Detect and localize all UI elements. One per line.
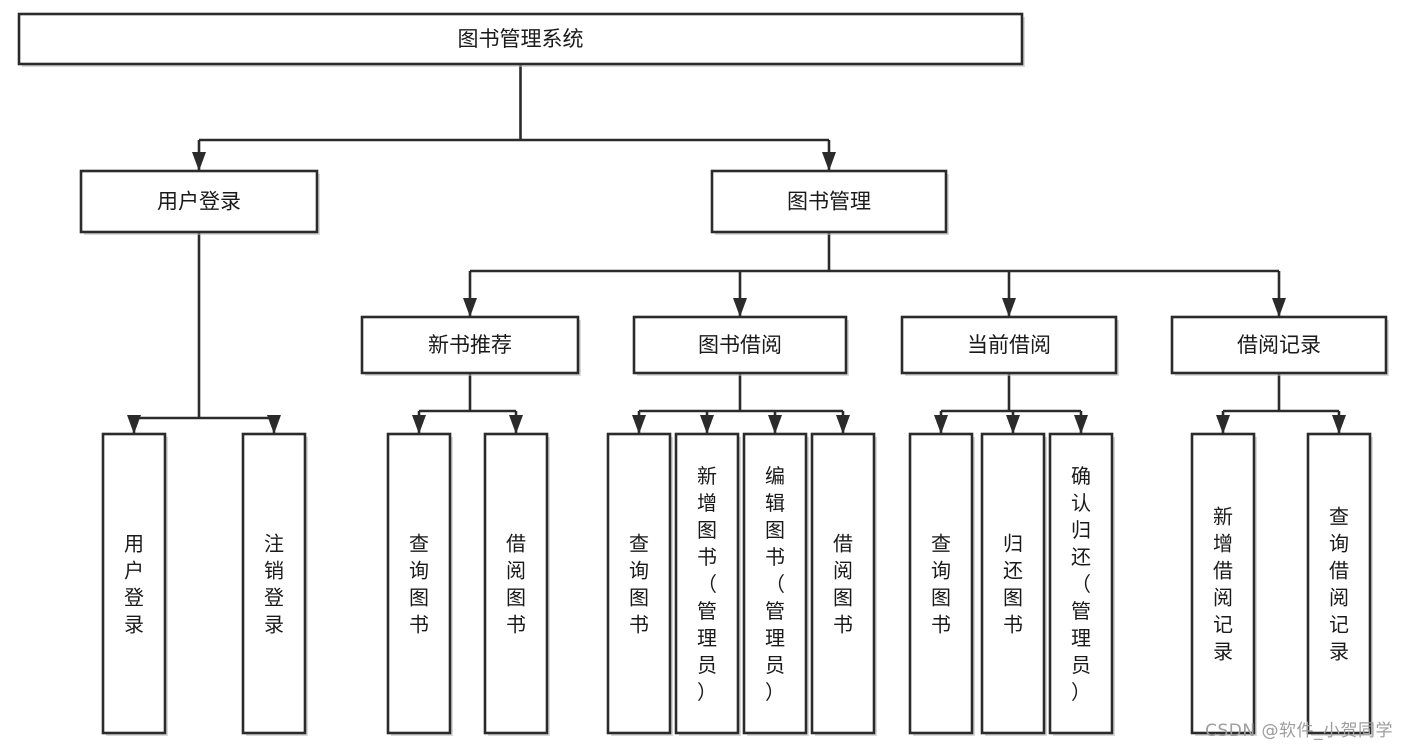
- node-l3-c-confirm[interactable]: 确认归还（管理员）: [1048, 432, 1115, 736]
- node-label: 借阅记录: [1237, 333, 1321, 357]
- node-l3-user-logout[interactable]: 注销登录: [241, 432, 308, 736]
- node-l3-new-query[interactable]: 查询图书: [386, 432, 453, 736]
- node-l3-b-query[interactable]: 查询图书: [606, 432, 673, 736]
- node-l3-new-borrow[interactable]: 借阅图书: [483, 432, 550, 736]
- node-box[interactable]: [386, 432, 452, 735]
- node-l2-borrow[interactable]: 图书借阅: [632, 315, 849, 376]
- node-l3-c-query[interactable]: 查询图书: [908, 432, 975, 736]
- node-label: 借阅图书: [833, 532, 853, 637]
- node-l2-current[interactable]: 当前借阅: [900, 315, 1119, 376]
- node-label: 查询图书: [409, 532, 429, 637]
- node-box[interactable]: [1306, 432, 1372, 735]
- node-label: 图书管理系统: [458, 27, 584, 51]
- node-box[interactable]: [900, 315, 1118, 375]
- node-l1-user[interactable]: 用户登录: [79, 169, 320, 235]
- node-layer: 图书管理系统用户登录图书管理新书推荐图书借阅当前借阅借阅记录用户登录注销登录查询…: [17, 12, 1389, 736]
- node-box[interactable]: [1048, 432, 1114, 735]
- node-label: 查询借阅记录: [1329, 505, 1349, 664]
- node-l2-new[interactable]: 新书推荐: [360, 315, 581, 376]
- node-label: 查询图书: [931, 532, 951, 637]
- node-box[interactable]: [810, 432, 876, 735]
- node-l3-b-edit[interactable]: 编辑图书（管理员）: [742, 432, 809, 736]
- node-root[interactable]: 图书管理系统: [17, 12, 1025, 67]
- node-box[interactable]: [483, 432, 549, 735]
- node-label: 图书借阅: [698, 333, 782, 357]
- node-l3-r-add[interactable]: 新增借阅记录: [1190, 432, 1257, 736]
- node-box[interactable]: [241, 432, 307, 735]
- node-l3-r-query[interactable]: 查询借阅记录: [1306, 432, 1373, 736]
- node-label: 用户登录: [124, 532, 144, 637]
- node-l3-c-return[interactable]: 归还图书: [980, 432, 1047, 736]
- node-box[interactable]: [710, 169, 948, 234]
- node-box[interactable]: [79, 169, 319, 234]
- node-label: 确认归还（管理员）: [1071, 464, 1091, 704]
- node-label: 新增图书（管理员）: [697, 464, 717, 704]
- node-label: 新书推荐: [428, 333, 512, 357]
- node-box[interactable]: [742, 432, 808, 735]
- node-l3-b-add[interactable]: 新增图书（管理员）: [674, 432, 741, 736]
- node-label: 当前借阅: [967, 333, 1051, 357]
- node-label: 借阅图书: [506, 532, 526, 637]
- node-box[interactable]: [360, 315, 580, 375]
- node-l2-record[interactable]: 借阅记录: [1170, 315, 1389, 376]
- node-l1-book[interactable]: 图书管理: [710, 169, 949, 235]
- node-box[interactable]: [1190, 432, 1256, 735]
- node-box[interactable]: [1170, 315, 1388, 375]
- node-label: 用户登录: [157, 190, 241, 214]
- node-box[interactable]: [17, 12, 1024, 66]
- node-label: 新增借阅记录: [1213, 505, 1233, 664]
- edge-layer: [127, 64, 1346, 434]
- node-label: 查询图书: [629, 532, 649, 637]
- node-l3-user-login[interactable]: 用户登录: [101, 432, 168, 736]
- node-box[interactable]: [908, 432, 974, 735]
- node-box[interactable]: [632, 315, 848, 375]
- node-l3-b-borrow[interactable]: 借阅图书: [810, 432, 877, 736]
- node-label: 归还图书: [1003, 532, 1023, 637]
- node-label: 注销登录: [264, 532, 284, 637]
- node-box[interactable]: [606, 432, 672, 735]
- node-label: 图书管理: [787, 190, 871, 214]
- node-box[interactable]: [980, 432, 1046, 735]
- node-label: 编辑图书（管理员）: [765, 464, 785, 704]
- node-box[interactable]: [101, 432, 167, 735]
- node-box[interactable]: [674, 432, 740, 735]
